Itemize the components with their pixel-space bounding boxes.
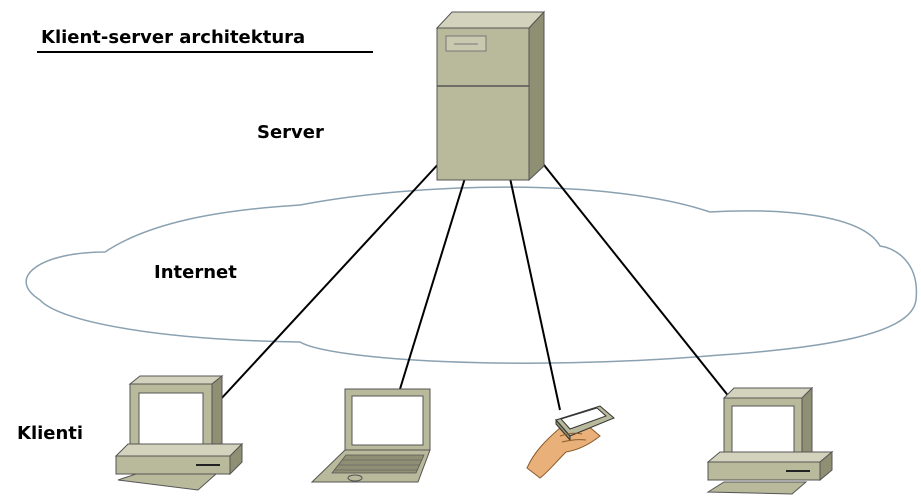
- laptop-icon: [310, 388, 431, 483]
- desktop-computer-icon: [114, 374, 244, 491]
- connection-line-desktop-left: [219, 159, 443, 401]
- connection-lines: [219, 159, 731, 411]
- desktop-computer-icon: [706, 386, 834, 495]
- connection-line-laptop: [399, 177, 466, 390]
- internet-label: Internet: [154, 262, 237, 283]
- connection-line-pda: [509, 177, 561, 411]
- handheld-pda-icon: [526, 405, 615, 479]
- server-label: Server: [257, 122, 324, 143]
- clients-label: Klienti: [17, 423, 83, 444]
- server-tower-icon: [435, 10, 546, 182]
- diagram-title: Klient-server architektura: [41, 27, 305, 48]
- connection-line-desktop-right: [539, 159, 731, 399]
